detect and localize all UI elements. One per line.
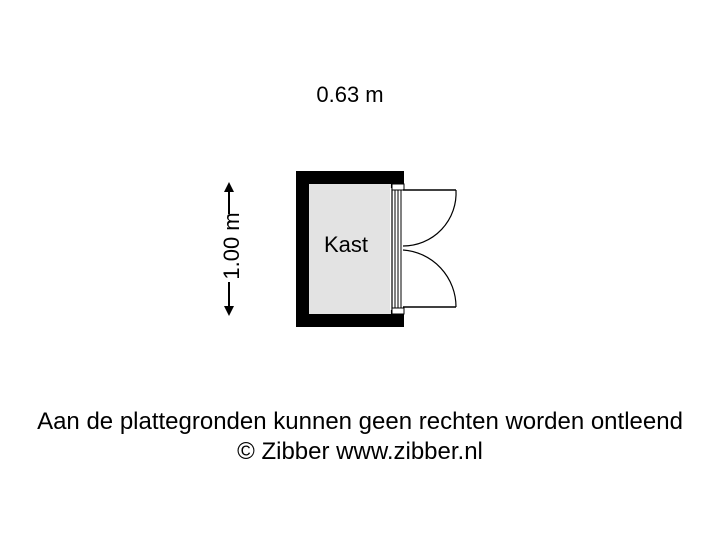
room-label-kast: Kast	[323, 232, 369, 257]
disclaimer-text: Aan de plattegronden kunnen geen rechten…	[37, 408, 683, 435]
height-dimension-arrow	[218, 182, 240, 316]
lower-door-swing	[402, 249, 457, 308]
closet-floor	[309, 184, 391, 314]
copyright-text: © Zibber www.zibber.nl	[237, 438, 483, 465]
upper-door-swing	[402, 189, 457, 247]
width-dimension-label: 0.63 m	[316, 82, 384, 107]
